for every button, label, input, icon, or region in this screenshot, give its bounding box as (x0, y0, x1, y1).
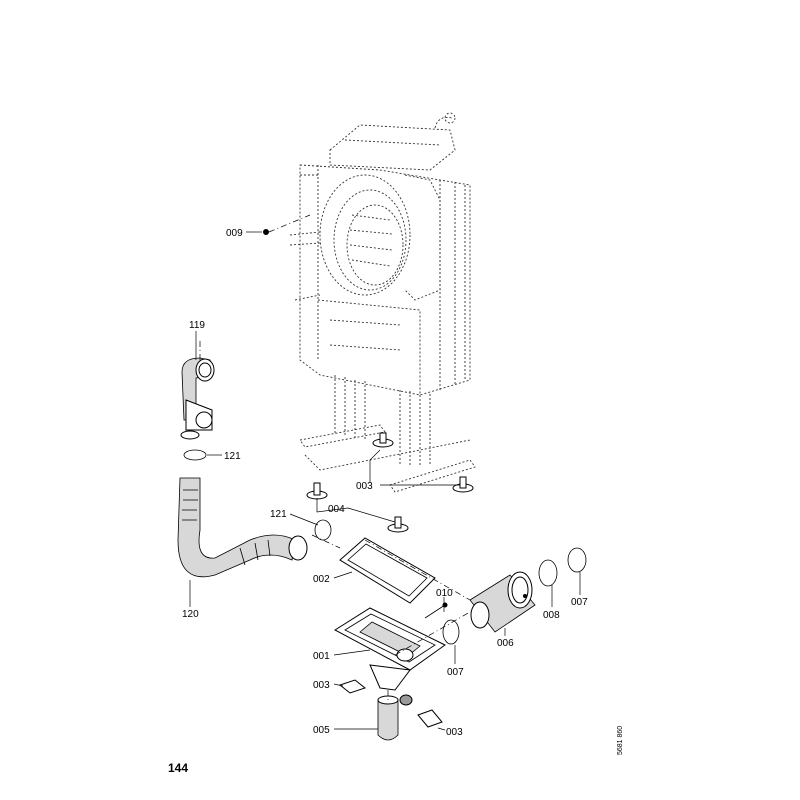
label-010: 010 (436, 588, 453, 599)
foot-part (306, 432, 474, 533)
label-121: 121 (270, 509, 287, 520)
gasket-part (339, 537, 436, 604)
part-labels: 009 119 121 003 004 121 002 010 008 007 … (182, 228, 588, 738)
label-001: 001 (313, 651, 330, 662)
drain-part (377, 694, 413, 741)
label-008: 008 (543, 610, 560, 621)
document-id: 5681 860 (617, 726, 624, 755)
hose-part (177, 477, 308, 578)
label-004: 004 (328, 504, 345, 515)
label-121: 121 (224, 451, 241, 462)
label-002: 002 (313, 574, 330, 585)
label-003: 003 (356, 481, 373, 492)
screw-part (263, 214, 311, 235)
label-007: 007 (571, 597, 588, 608)
siphon-pipe-part (469, 571, 536, 633)
label-003: 003 (313, 680, 330, 691)
label-005: 005 (313, 725, 330, 736)
elbow-part (180, 357, 215, 440)
clip-part (338, 679, 443, 728)
label-003: 003 (446, 727, 463, 738)
tray-part (334, 607, 446, 691)
assembly-lines (199, 340, 471, 700)
leader-lines (189, 231, 581, 731)
label-006: 006 (497, 638, 514, 649)
o-ring-part (314, 519, 332, 541)
label-007: 007 (447, 667, 464, 678)
o-ring-part (442, 547, 587, 645)
label-009: 009 (226, 228, 243, 239)
page-number: 144 (168, 761, 188, 775)
label-120: 120 (182, 609, 199, 620)
o-ring-part (183, 449, 207, 461)
heat-exchanger-phantom (289, 112, 476, 493)
label-119: 119 (189, 320, 205, 331)
